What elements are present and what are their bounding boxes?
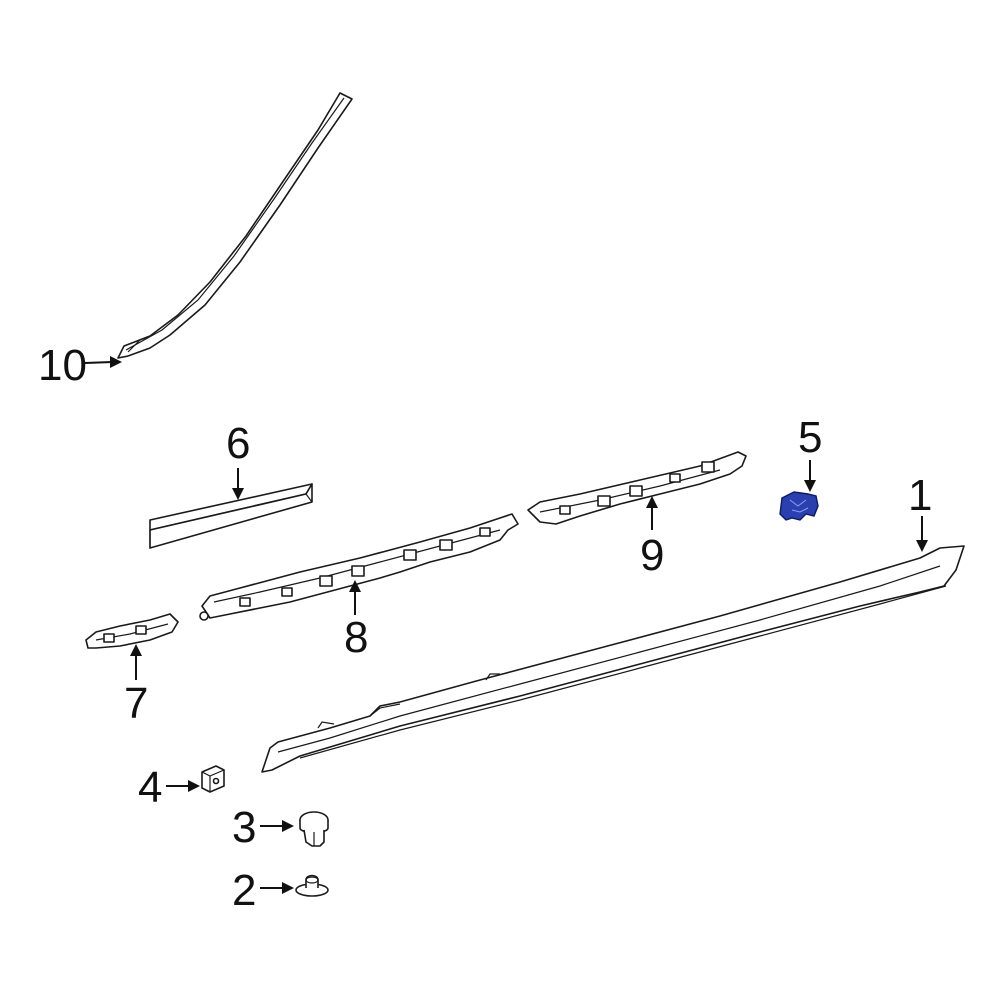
callout-8-number: 8 <box>344 613 368 662</box>
part-6-tape-strip[interactable] <box>149 483 313 549</box>
callout-2: 2 <box>232 866 294 915</box>
callout-1-number: 1 <box>908 471 932 520</box>
callout-7: 7 <box>124 644 148 728</box>
part-5-clip[interactable] <box>779 491 819 521</box>
callout-6-number: 6 <box>226 419 250 468</box>
part-3-clip[interactable] <box>299 811 329 847</box>
part-10-pillar-molding[interactable] <box>117 92 353 359</box>
part-9-rocker-bracket[interactable] <box>527 451 747 525</box>
part-2-push-pin[interactable] <box>295 874 329 897</box>
callout-8: 8 <box>344 580 368 662</box>
callout-3: 3 <box>232 803 294 852</box>
part-1-rocker-panel[interactable] <box>261 545 965 773</box>
callout-3-number: 3 <box>232 803 256 852</box>
callout-4-number: 4 <box>138 763 162 812</box>
callout-9-number: 9 <box>640 531 664 580</box>
callout-1: 1 <box>908 471 932 552</box>
callout-6: 6 <box>226 419 250 500</box>
callout-5-number: 5 <box>798 413 822 462</box>
callout-4: 4 <box>138 763 200 812</box>
callout-5: 5 <box>798 413 822 492</box>
part-8-rocker-bracket[interactable] <box>199 513 519 621</box>
callout-7-number: 7 <box>124 679 148 728</box>
callout-10: 10 <box>38 341 122 390</box>
callout-2-number: 2 <box>232 866 256 915</box>
callout-9: 9 <box>640 496 664 580</box>
callout-10-number: 10 <box>38 341 87 390</box>
part-7-bracket[interactable] <box>85 613 179 649</box>
part-4-nut[interactable] <box>201 765 225 793</box>
